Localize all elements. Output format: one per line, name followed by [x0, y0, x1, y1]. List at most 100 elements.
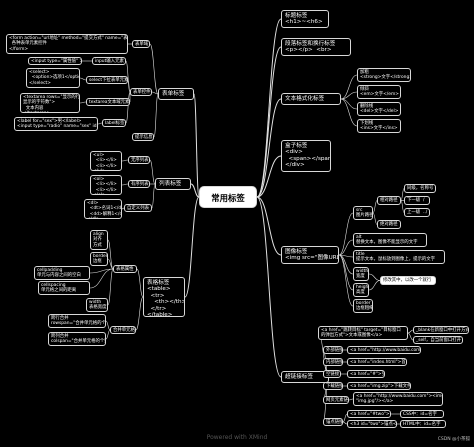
node-anchor-link[interactable]: 锚点链接	[323, 418, 343, 426]
node-external-link[interactable]: 外部链接	[323, 346, 343, 354]
node-table-tags[interactable]: 表格标签 <table> <tr> <th></th> </tr> </tabl…	[143, 277, 185, 317]
node-form-code[interactable]: <form action="url地址" method="提交方式" name=…	[6, 34, 128, 54]
connector-n3-n3d	[340, 98, 358, 127]
node-colspan[interactable]: 跨列合并 colspan="合并单元格的个数"	[48, 332, 106, 346]
connector-n5a-n5a2	[372, 212, 378, 225]
node-table-cellpadding[interactable]: cellpadding 单元与内容之间的空白	[34, 266, 90, 280]
node-download-link[interactable]: 下载链接	[323, 382, 343, 390]
connector-n5-n5f	[338, 254, 354, 307]
connector-n7b3-n7b3a	[79, 101, 87, 104]
node-list-tags[interactable]: 列表标签	[155, 178, 191, 190]
connector-n5-n5a	[338, 212, 354, 256]
node-next-level[interactable]: 下一级 /	[404, 196, 430, 205]
node-table-border[interactable]: border 边框	[90, 252, 108, 266]
connector-n8c-n8c1	[121, 207, 125, 210]
connector-n3-n3a	[340, 74, 358, 100]
node-definition-list[interactable]: 自定义列表	[124, 204, 152, 212]
connector-n8-n8a	[149, 159, 156, 185]
node-select-element[interactable]: select下拉表单元素	[86, 76, 128, 84]
connector-n6f-n6f1	[348, 398, 354, 401]
node-img-title[interactable]: title 提示文本，鼠标放到图像上，提示的文字	[353, 250, 445, 264]
node-table-attributes[interactable]: 表格属性	[113, 265, 137, 273]
node-paragraph-break-tags[interactable]: 段落标签和换行标签 <p></p> <br>	[281, 38, 351, 56]
node-form-controls[interactable]: 表单控件	[130, 88, 152, 96]
node-ins[interactable]: 下划线 <ins>文字</ins>	[357, 119, 401, 133]
node-external-code[interactable]: <a href="http://www.baidu.com">百度	[347, 346, 421, 354]
node-label-tag[interactable]: label标签	[102, 119, 126, 127]
node-tip-info[interactable]: 提示信息	[132, 133, 154, 141]
node-hyperlink-tags[interactable]: 超链接标签	[281, 371, 329, 383]
node-target-self[interactable]: _self，自当前窗口打开	[413, 336, 463, 344]
node-internal-code[interactable]: <a href="index.html">首页</a>	[347, 358, 407, 366]
node-select-code[interactable]: <select> <option>选项1</option> </select>	[26, 68, 80, 88]
root-node-common-tags[interactable]: 常用标签	[199, 186, 257, 208]
connector-n9b-n9b2	[105, 329, 111, 340]
node-image-tag[interactable]: 图像标签 <img src="图像URL" >	[281, 246, 339, 264]
node-relative-path[interactable]: 相对路径	[377, 196, 401, 205]
node-dl-code[interactable]: <dl> <dt>名词1</dt> <dd>解释1</dd> </dl>	[84, 199, 122, 219]
node-img-border[interactable]: border 边框粗细	[353, 299, 373, 313]
connector-n7b-n7b4	[125, 91, 131, 124]
node-target-blank[interactable]: _blank在新窗口中打开方式	[413, 326, 469, 334]
connector-n9a-n9a5	[107, 268, 114, 306]
connector-n5a1-n5a1a	[400, 188, 405, 201]
connector-root-n2	[256, 46, 282, 198]
node-absolute-path[interactable]: 绝对路径	[377, 220, 401, 229]
connector-root-n7	[193, 93, 200, 198]
node-textarea-code[interactable]: <textarea rows="显示的行数" cols="每行 显示的字符数">…	[20, 93, 80, 113]
connector-n5a1-n5a1c	[400, 200, 405, 213]
node-empty-code[interactable]: <a href="#">空</a>	[347, 370, 385, 378]
node-text-format-tags[interactable]: 文本格式化标签	[281, 93, 341, 105]
connector-n9-n9a	[136, 268, 144, 298]
node-img-src[interactable]: src 图片路径	[353, 206, 373, 220]
node-table-width[interactable]: width 表格宽度	[86, 298, 108, 312]
node-box-tags[interactable]: 盒子标签 <div> <span></span> </div>	[281, 140, 331, 172]
node-heading-tags[interactable]: 标题标签 <h1>~<h6>	[281, 10, 329, 28]
node-form-field[interactable]: 表单域	[132, 40, 150, 48]
node-ul-code[interactable]: <ul> <li></li> <li></li> </ul>	[90, 151, 122, 171]
corner-credit-text: CSDN @小茶狐	[437, 437, 470, 442]
connector-root-n6	[256, 196, 282, 378]
node-anchor-target[interactable]: <h3 id="two">锚点</h3>	[347, 420, 397, 428]
node-same-level[interactable]: 同级，名称号	[404, 184, 436, 193]
connector-root-n1	[256, 18, 282, 198]
node-download-code[interactable]: <a href="img.zip">下载文件</a>	[347, 382, 411, 390]
connector-root-n8	[190, 183, 200, 198]
connector-n3-n3c	[340, 98, 358, 110]
connector-n5a-n5a1	[372, 200, 378, 214]
node-label-code[interactable]: <label for="sex">男</label> <input type="…	[14, 117, 98, 131]
node-del[interactable]: 删除线 <del>文字</del>	[357, 102, 401, 116]
node-anchor-jump[interactable]: <a href="#two"> 跳转</a>	[347, 410, 391, 418]
node-element-code[interactable]: <a href="http://www.baidu.com"><img src=…	[353, 392, 443, 406]
node-merge-cells[interactable]: 合并单元格	[110, 326, 136, 334]
node-textarea-element[interactable]: textarea文本域元素	[86, 98, 130, 106]
node-em[interactable]: 倾斜 <em>文字</em>	[357, 85, 401, 99]
connector-n5e-n5g	[368, 280, 381, 291]
node-unordered-list[interactable]: 无序列表	[128, 156, 150, 164]
node-table-align[interactable]: align 对齐 方式	[90, 230, 108, 250]
node-empty-link[interactable]: 空链接	[323, 370, 341, 378]
node-form-tags[interactable]: 表单标签	[158, 88, 194, 100]
node-input-element[interactable]: input输入元素	[92, 57, 126, 65]
node-img-width[interactable]: width 宽度	[353, 267, 369, 281]
connector-n7-n7c	[153, 93, 159, 138]
node-anchor-css[interactable]: CSS中：id=名字	[400, 410, 444, 418]
node-upper-level[interactable]: 上一级 ../	[404, 208, 430, 217]
node-ol-code[interactable]: <ol> <li></li> <li></li> </ol>	[90, 175, 122, 195]
connector-root-n4	[256, 155, 282, 198]
node-anchor-html[interactable]: HTML中：id=名字	[400, 420, 446, 428]
node-internal-link[interactable]: 内部链接	[323, 358, 343, 366]
node-rowspan[interactable]: 跨行合并 rowspan="合并单元格的个数"	[48, 314, 106, 328]
node-img-height[interactable]: height 高度	[353, 283, 369, 297]
connector-n5-n5b	[338, 239, 354, 256]
node-input-code[interactable]: <input type="属性值" >	[28, 57, 82, 65]
connector-n8b-n8b1	[121, 183, 129, 186]
node-table-cellspacing[interactable]: cellspacing 单元格之间的距离	[38, 281, 90, 295]
node-strong[interactable]: 加粗 <strong>文字</strong>	[357, 68, 411, 82]
node-ordered-list[interactable]: 有序列表	[128, 180, 150, 188]
note-modify-one[interactable]: 修改其中，以改一个就行	[380, 276, 436, 285]
connector-n8a-n8a1	[121, 159, 129, 162]
node-element-link[interactable]: 网页元素链接	[323, 396, 349, 404]
node-img-alt[interactable]: alt 替换文本，图像不能显示的文字	[353, 233, 427, 247]
node-a-target[interactable]: <a href="跳转目标" target="目标窗口的弹出方式">文本或图像<…	[318, 326, 408, 340]
